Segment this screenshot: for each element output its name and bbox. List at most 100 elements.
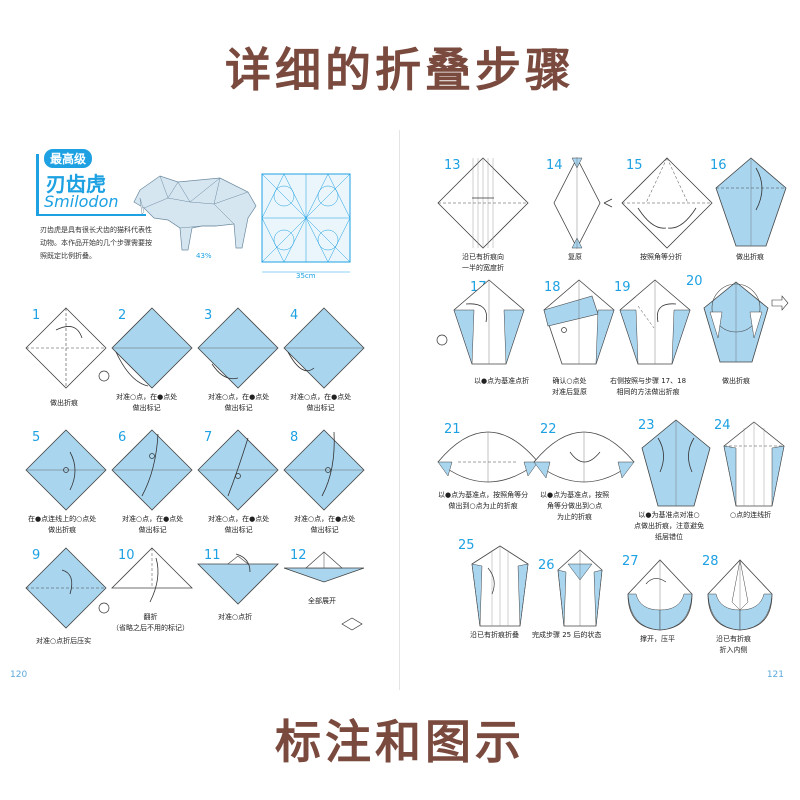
crease-pattern-size: 35cm (296, 272, 316, 280)
step-4-diagram (283, 307, 365, 389)
step-caption: 对准○点，在●点处做出标记 (290, 393, 352, 412)
step-number: 27 (622, 554, 639, 569)
step-21-diagram (437, 431, 539, 483)
step-5: 5 在●点连线上的○点处做出折痕 (25, 429, 116, 550)
step-number: 5 (32, 430, 41, 445)
step-26: 26 完成步骤 25 后的状态 (532, 549, 622, 660)
step-number: 28 (702, 554, 719, 569)
step-16-diagram (715, 157, 787, 247)
model-name-en: Smilodon (44, 192, 119, 211)
step-10-diagram (98, 547, 193, 614)
step-caption: 沿已有折痕向一半的宽度折 (462, 253, 504, 272)
step-15-diagram (621, 157, 713, 249)
step-14: 14 复原 (542, 157, 613, 288)
step-number: 1 (32, 308, 41, 323)
step-18-diagram (543, 279, 615, 365)
step-caption: 做出折痕 (50, 399, 78, 407)
step-28-diagram (707, 559, 773, 631)
step-28: 28 沿已有折痕折入内侧 (698, 554, 782, 664)
step-caption: 沿已有折痕折入内侧 (716, 635, 751, 654)
step-number: 6 (118, 430, 127, 445)
step-23: 23 以●为基准点对准○点做出折痕，注意避免纸层错位 (634, 418, 718, 558)
step-8-diagram (283, 429, 365, 511)
step-19-diagram (619, 279, 691, 365)
step-18: 18 确认○点处对准后复原 (534, 279, 624, 410)
step-caption: 撑开，压平 (640, 635, 675, 643)
step-4: 4 对准○点，在●点处做出标记 (283, 307, 374, 428)
step-number: 2 (118, 308, 127, 323)
left-page: 最高级 刃齿虎 Smilodon 刃齿虎是具有很长犬齿的猫科代表性动物。本作品开… (0, 130, 400, 690)
step-16: 16 做出折痕 (706, 157, 796, 288)
step-24: 24 ○点的连线折 (714, 418, 798, 558)
step-11-diagram (197, 553, 279, 605)
step-caption: 翻折（省略之后不用的标记） (112, 613, 189, 632)
step-7-diagram (197, 429, 279, 511)
step-caption: 以●点为基准点，按照角等分做出到○点为止的折痕 (540, 491, 610, 521)
step-caption: 以●点为基准点折 (474, 377, 530, 385)
step-22-diagram (533, 431, 635, 483)
step-15: 15 按照角等分折 (621, 157, 713, 288)
step-21: 21 以●点为基准点，按照角等分做出到○点为止的折痕 (437, 422, 539, 542)
step-caption: 以●为基准点对准○点做出折痕，注意避免纸层错位 (634, 511, 704, 541)
step-caption: ○点的连线折 (730, 511, 772, 519)
step-number: 21 (444, 422, 461, 437)
step-22: 22 以●点为基准点，按照角等分做出到○点为止的折痕 (533, 422, 635, 542)
step-6-diagram (111, 429, 193, 511)
step-14-diagram (553, 157, 613, 249)
step-number: 20 (686, 274, 703, 289)
step-number: 19 (614, 280, 631, 295)
step-20-diagram (703, 281, 789, 363)
step-number: 15 (626, 158, 643, 173)
step-9: 9 对准○点折后压实 (25, 547, 116, 668)
step-caption: 做出折痕 (736, 253, 764, 261)
step-13: 13 沿已有折痕向一半的宽度折 (437, 157, 529, 288)
step-6: 6 对准○点，在●点处做出标记 (111, 429, 202, 550)
step-caption: 复原 (568, 253, 582, 261)
step-caption: 以●点为基准点，按照角等分做出到○点为止的折痕 (438, 491, 529, 510)
step-number: 13 (444, 158, 461, 173)
step-caption: 对准○点，在●点处做出标记 (116, 393, 178, 412)
step-9-diagram (25, 547, 107, 629)
step-number: 8 (290, 430, 299, 445)
step-17: 17 以●点为基准点折 (436, 279, 534, 410)
step-number: 16 (710, 158, 727, 173)
step-11: 11 对准○点折 (197, 548, 288, 668)
step-number: 10 (118, 548, 135, 563)
step-25: 25 沿已有折痕折叠 (458, 538, 542, 658)
model-scale-label: 43% (196, 252, 212, 260)
step-27: 27 撑开，压平 (618, 554, 702, 664)
header-accent-bar (36, 154, 39, 214)
step-caption: 做出折痕 (722, 377, 750, 385)
step-1-diagram (25, 307, 110, 389)
step-caption: 沿已有折痕折叠 (470, 631, 519, 639)
model-name-cn: 刃齿虎 (46, 172, 106, 196)
step-caption: 对准○点折 (218, 613, 253, 621)
step-1: 1 做出折痕 (25, 307, 116, 428)
step-24-diagram (723, 421, 785, 507)
step-caption: 对准○点，在●点处做出标记 (208, 393, 270, 412)
step-caption: 对准○点，在●点处做出标记 (294, 515, 356, 534)
step-5-diagram (25, 429, 107, 511)
header-rule (36, 214, 146, 216)
step-17-diagram (436, 279, 525, 365)
step-number: 25 (458, 538, 475, 553)
step-3-diagram (197, 307, 279, 389)
step-number: 3 (204, 308, 213, 323)
step-number: 26 (538, 558, 555, 573)
step-number: 9 (32, 548, 41, 563)
bottom-banner-title: 标注和图示 (275, 715, 525, 769)
step-23-diagram (641, 419, 711, 507)
step-caption: 确认○点处对准后复原 (552, 377, 587, 396)
crease-pattern-diagram (261, 173, 351, 273)
step-2: 2 对准○点，在●点处做出标记 (111, 307, 202, 428)
top-banner-title: 详细的折叠步骤 (225, 43, 575, 97)
step-caption: 对准○点折后压实 (36, 637, 92, 645)
step-number: 7 (204, 430, 213, 445)
step-caption: 全部展开 (308, 597, 336, 605)
step-caption: 完成步骤 25 后的状态 (532, 631, 602, 639)
step-27-diagram (627, 559, 693, 631)
step-13-diagram (437, 157, 529, 249)
step-8: 8 对准○点，在●点处做出标记 (283, 429, 374, 550)
